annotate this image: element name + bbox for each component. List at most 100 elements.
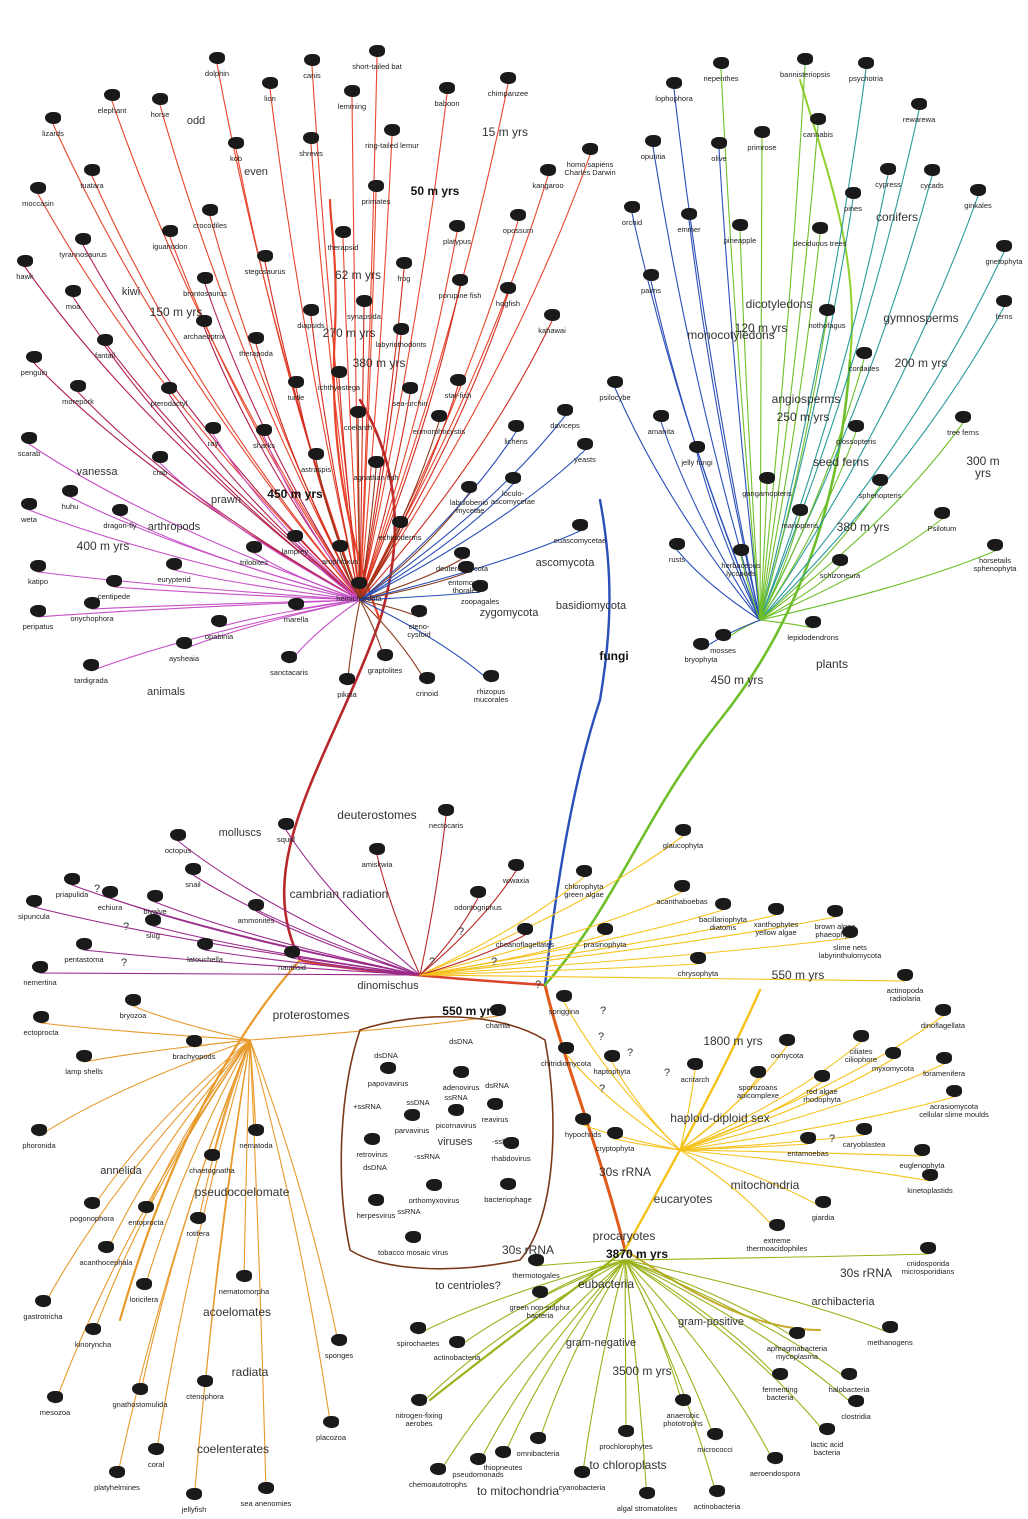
- branch-lamprey: [294, 541, 361, 601]
- branch-weta: [28, 509, 361, 601]
- taxon-loricifera: loricifera: [129, 1295, 159, 1304]
- branch-cryptophyta: [614, 1138, 681, 1151]
- taxon-labulobenio: labulobenio -mycetae: [449, 498, 489, 515]
- organism-glossopteris-icon: [848, 420, 864, 432]
- organism-acritarch-icon: [687, 1058, 703, 1070]
- branch-moccasin: [37, 193, 361, 601]
- organism-weta-icon: [21, 498, 37, 510]
- organism-chimpanzee-icon: [500, 72, 516, 84]
- taxon-psilotum: Psilotum: [927, 524, 957, 533]
- branch-euascomycetae: [359, 530, 581, 601]
- branch-gangamopteris: [759, 483, 768, 621]
- branch-frog: [359, 268, 405, 601]
- taxon-therapsid: therapsid: [327, 243, 359, 252]
- taxon-omnibacteria: omnibacteria: [516, 1449, 560, 1458]
- branch-nectocaris: [419, 815, 447, 976]
- branch-lophophora: [673, 88, 761, 621]
- branch-kinetoplastids: [679, 1149, 931, 1182]
- organism-olive-icon: [711, 137, 727, 149]
- taxon-gnetophyta: gnetophyta: [985, 257, 1023, 266]
- branch-cnidosporida: [624, 1253, 929, 1261]
- taxon-prasinophyta: prasinophyta: [583, 940, 627, 949]
- taxon-aphragmabacteria: aphragmabacteria mycoplasma: [766, 1344, 828, 1361]
- age-200m: 200 m yrs: [894, 356, 948, 370]
- organism-lion-icon: [262, 77, 278, 89]
- taxon-papovavirus: papovavirus: [367, 1079, 409, 1088]
- organism-platypus-icon: [449, 220, 465, 232]
- organism-chaetognatha-icon: [204, 1149, 220, 1161]
- age-380m-b: 380 m yrs: [836, 520, 890, 534]
- age-250m: 250 m yrs: [776, 410, 830, 424]
- taxon-lizards: lizards: [42, 129, 64, 138]
- organism-choanoflagellates-icon: [517, 923, 533, 935]
- group-dinomischus: dinomischus: [357, 980, 419, 992]
- branch-hypochrids: [582, 1124, 681, 1151]
- group-odd: odd: [186, 115, 206, 127]
- organism-xanthophytes-icon: [768, 903, 784, 915]
- taxon-lactic-acid: lactic acid bacteria: [810, 1440, 844, 1457]
- branch-daviceps: [359, 415, 566, 601]
- organism-kahawai-icon: [544, 309, 560, 321]
- trunk-protostomes: [118, 958, 302, 1322]
- organism-canis-icon: [304, 54, 320, 66]
- branch-wiwaxia: [419, 870, 517, 976]
- organism-tyrannosaurus-icon: [75, 233, 91, 245]
- taxon-rusts: rusts: [668, 555, 686, 564]
- taxon-slug: slug: [146, 931, 160, 940]
- branch-octopus: [177, 840, 421, 976]
- organism-echinoderms-icon: [392, 516, 408, 528]
- organism-lophophora-icon: [666, 77, 682, 89]
- group-kiwi: kiwi: [121, 286, 141, 298]
- organism-therapoda-icon: [248, 332, 264, 344]
- branch-chemoautotrophs: [437, 1259, 626, 1476]
- taxon-nepenthes: nepenthes: [703, 74, 739, 83]
- organism-porupine-fish-icon: [452, 274, 468, 286]
- taxon-chimpanzee: chimpanzee: [487, 89, 529, 98]
- organism-star-fish-icon: [450, 374, 466, 386]
- group-prawn: prawn: [211, 494, 241, 506]
- group-30s-rrna-2: 30s rRNA: [501, 1243, 555, 1257]
- taxon-psilocybe: psilocybe: [599, 393, 631, 402]
- organism-actinobacteria-2-icon: [709, 1485, 725, 1497]
- branch-giardia: [679, 1149, 824, 1209]
- organism-crocodiles-icon: [202, 204, 218, 216]
- branch-therapsid: [342, 237, 361, 601]
- branch-tuatara: [91, 175, 361, 601]
- organism-therapsid-icon: [335, 226, 351, 238]
- organism-omnibacteria-icon: [530, 1432, 546, 1444]
- branch-sponges: [249, 1039, 340, 1347]
- taxon-hogfish: hogfish: [495, 299, 521, 308]
- taxon-ferns: ferns: [995, 312, 1013, 321]
- branch-snail: [192, 874, 421, 976]
- group-to-mitochondria: to mitochondria: [476, 1484, 560, 1498]
- group-pseudocoelomate: pseudocoelomate: [194, 1185, 290, 1199]
- taxon-glossopteris: glossopteris: [835, 437, 877, 446]
- taxon-short-tailed-bat: short-tailed bat: [352, 62, 402, 71]
- organism-pterodactyl-icon: [161, 382, 177, 394]
- taxon-aeroendospora: aeroendospora: [749, 1469, 801, 1478]
- organism-glaucophyta-icon: [675, 824, 691, 836]
- taxon-octopus: octopus: [164, 846, 192, 855]
- organism-morepork-icon: [70, 380, 86, 392]
- taxon-graptolites: graptolites: [367, 666, 403, 675]
- group-angiosperms: angiosperms: [771, 392, 841, 406]
- organism-loculoascomycetae-icon: [505, 472, 521, 484]
- organism-sponges-icon: [331, 1334, 347, 1346]
- organism-yeasts-icon: [577, 438, 593, 450]
- branch-katipo: [37, 571, 361, 601]
- taxon-platypus: platypus: [443, 237, 471, 246]
- organism-penguin-icon: [26, 351, 42, 363]
- taxon-elephant: elephant: [97, 106, 127, 115]
- taxon-star-fish: star-fish: [444, 391, 472, 400]
- organism-centipede-icon: [106, 575, 122, 587]
- organism-cnidosporida-icon: [920, 1242, 936, 1254]
- branch-amphioxus: [339, 551, 361, 601]
- organism-ctenophora-icon: [197, 1375, 213, 1387]
- taxon-pterodactyl: pterodactyl: [150, 399, 188, 408]
- organism-rhizopus-icon: [483, 670, 499, 682]
- branch-deciduous-trees: [759, 233, 821, 621]
- branch-iguanodon: [169, 236, 361, 601]
- organism-kinoryncha-icon: [85, 1323, 101, 1335]
- organism-iguanodon-icon: [162, 225, 178, 237]
- group-eubacteria: eubacteria: [577, 1277, 635, 1291]
